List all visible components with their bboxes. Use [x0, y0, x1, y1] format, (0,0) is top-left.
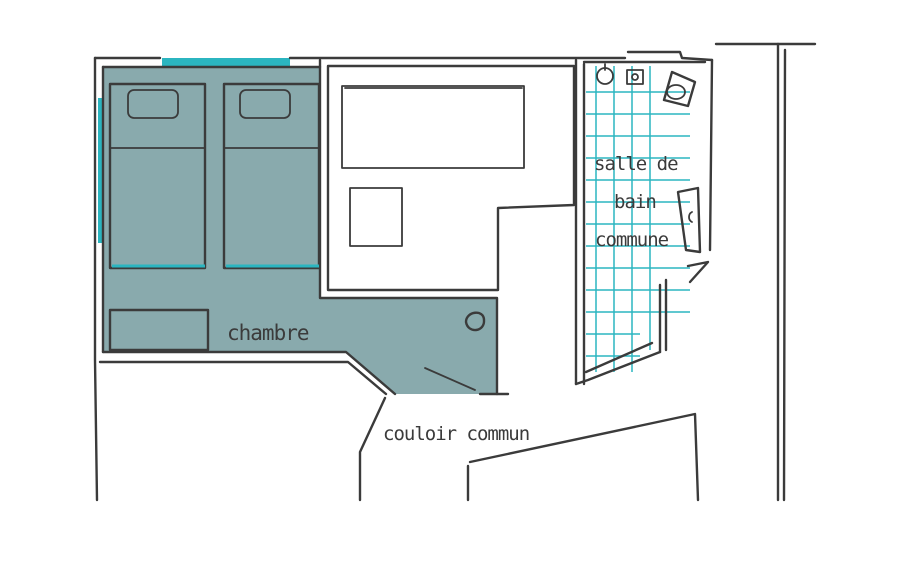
label-bathroom-line3: commune: [595, 229, 669, 251]
window-top: [162, 58, 290, 66]
bathroom-wall-left: [574, 58, 586, 386]
outer-wall-right: [708, 42, 787, 502]
bed-icon: [108, 82, 207, 270]
sink-icon: [596, 63, 614, 85]
drain-icon: [626, 69, 644, 85]
neighbour-furniture: [341, 85, 525, 169]
outer-wall-left: [93, 56, 99, 502]
bedroom-wall-bottom: [98, 350, 397, 396]
neighbour-table: [349, 187, 403, 247]
label-bathroom-line1: salle de: [594, 153, 678, 175]
corridor-wall-left: [358, 396, 387, 502]
bathroom-tiles: [586, 66, 690, 372]
toilet-icon: [662, 70, 697, 108]
wardrobe: [108, 308, 210, 352]
label-corridor: couloir commun: [383, 423, 529, 445]
window-left: [98, 98, 103, 243]
bed-icon: [222, 82, 321, 270]
bathroom-wall-bottom: [574, 341, 662, 386]
outer-wall-top: [93, 42, 817, 62]
washbasin-icon: [464, 311, 486, 332]
bathroom-wall-right: [658, 260, 710, 354]
label-bathroom-line2: bain: [614, 191, 656, 213]
neighbour-room-wall: [326, 64, 576, 292]
bathtub-icon: [676, 186, 702, 254]
corridor-wall-right: [466, 412, 700, 502]
bedroom-door-swing: [424, 367, 476, 391]
label-bedroom: chambre: [227, 321, 309, 345]
